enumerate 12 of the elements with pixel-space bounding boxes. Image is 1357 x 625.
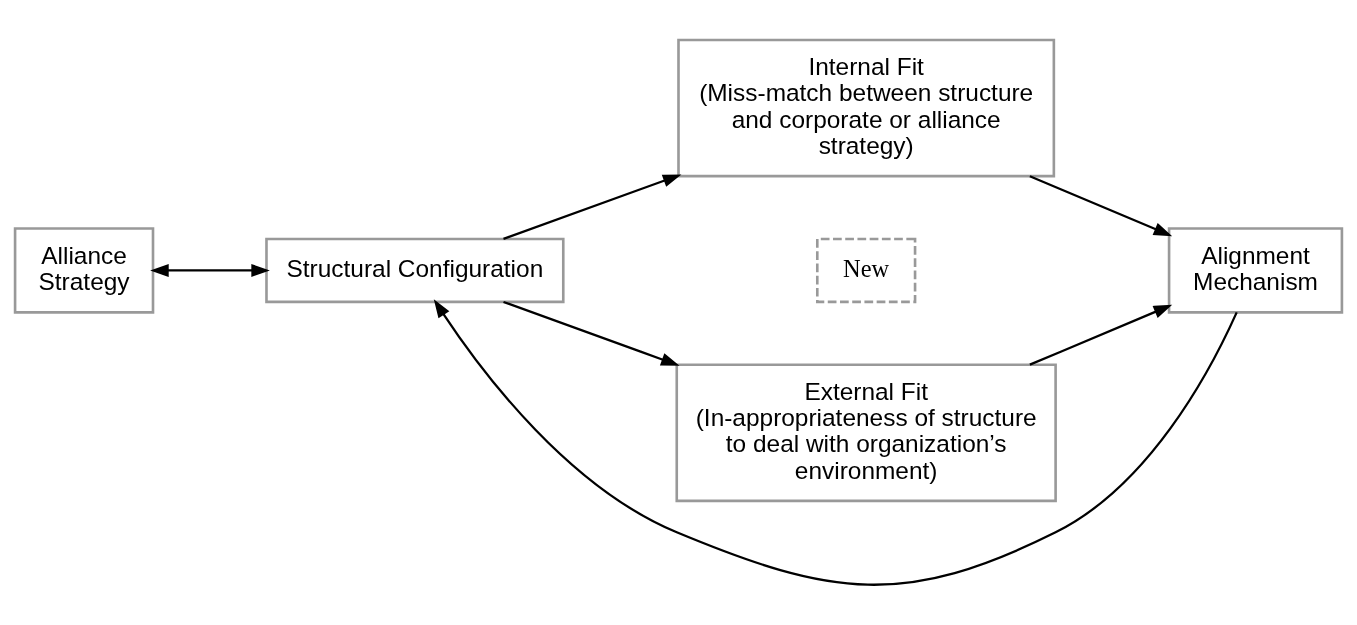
node-box: New xyxy=(816,237,917,304)
arrow xyxy=(150,263,270,277)
node-box: Alignment Mechanism xyxy=(1167,227,1344,314)
arrow xyxy=(1029,175,1173,237)
arrow xyxy=(503,174,682,240)
arrow xyxy=(433,299,1238,586)
arrow xyxy=(503,300,680,366)
node-box: Alliance Strategy xyxy=(13,227,155,314)
node-box: Structural Configuration xyxy=(265,237,565,304)
node-box: External Fit (In-appropriateness of structure to deal with organization’s environment) xyxy=(675,363,1057,503)
arrow xyxy=(1029,304,1173,366)
node-box: Internal Fit (Miss-match between structure and corporate or alliance strategy) xyxy=(677,38,1056,178)
